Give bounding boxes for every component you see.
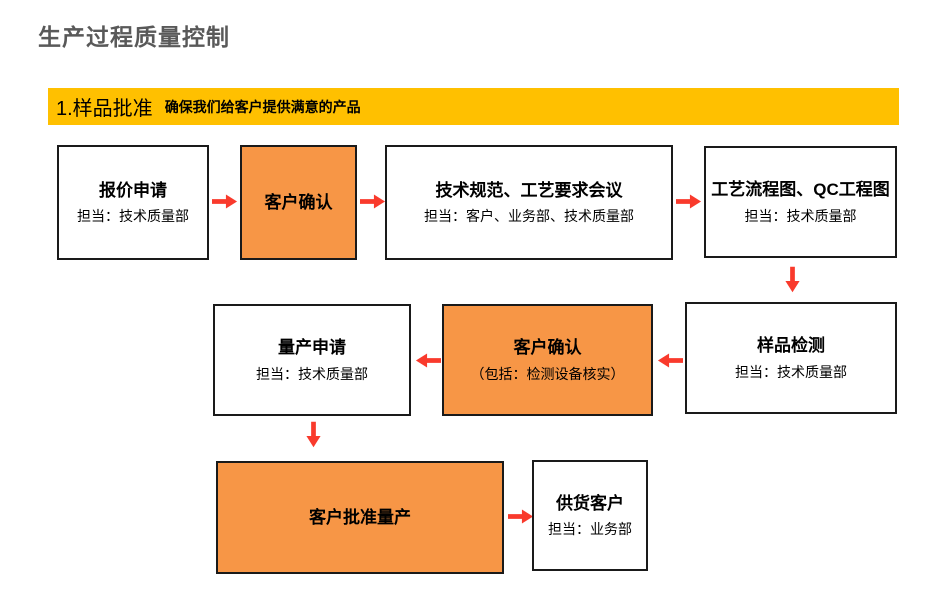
arrow-left-icon <box>415 352 441 369</box>
section-banner-title: 1.样品批准 <box>56 98 153 120</box>
arrow-right-icon <box>360 193 386 210</box>
arrow-down-icon <box>784 266 801 294</box>
arrow-down-icon <box>305 421 322 449</box>
box-title: 客户批准量产 <box>309 507 411 527</box>
box-subtitle: 担当：技术质量部 <box>735 363 847 380</box>
flow-box-quote-request: 报价申请 担当：技术质量部 <box>57 145 209 260</box>
flow-box-mass-production-request: 量产申请 担当：技术质量部 <box>213 304 411 416</box>
arrow-left-icon <box>657 352 683 369</box>
box-title: 报价申请 <box>99 180 167 200</box>
box-subtitle: （包括：检测设备核实） <box>470 365 625 382</box>
box-subtitle: 担当：业务部 <box>548 521 632 538</box>
page-title: 生产过程质量控制 <box>38 24 230 50</box>
arrow-right-icon <box>212 193 238 210</box>
box-title: 客户确认 <box>264 192 333 212</box>
box-subtitle: 担当：技术质量部 <box>744 207 857 224</box>
box-subtitle: 担当：客户、业务部、技术质量部 <box>424 208 634 225</box>
section-banner-subtitle: 确保我们给客户提供满意的产品 <box>164 98 361 115</box>
box-title: 工艺流程图、QC工程图 <box>711 180 890 200</box>
box-title: 客户确认 <box>513 338 582 358</box>
box-title: 供货客户 <box>556 493 624 513</box>
arrow-right-icon <box>676 193 702 210</box>
flow-box-spec-meeting: 技术规范、工艺要求会议 担当：客户、业务部、技术质量部 <box>385 145 673 260</box>
arrow-right-icon <box>508 508 534 525</box>
box-subtitle: 担当：技术质量部 <box>77 208 189 225</box>
flow-box-sample-test: 样品检测 担当：技术质量部 <box>685 302 897 414</box>
box-subtitle: 担当：技术质量部 <box>256 365 368 382</box>
flow-box-customer-confirm-2: 客户确认 （包括：检测设备核实） <box>442 304 653 416</box>
box-title: 技术规范、工艺要求会议 <box>435 180 623 200</box>
flow-box-process-flow-qc-chart: 工艺流程图、QC工程图 担当：技术质量部 <box>704 146 897 258</box>
section-banner: 1.样品批准 确保我们给客户提供满意的产品 <box>48 88 899 125</box>
box-title: 样品检测 <box>757 336 825 356</box>
flow-box-supply-customer: 供货客户 担当：业务部 <box>532 460 648 571</box>
flow-box-customer-confirm-1: 客户确认 <box>240 145 357 260</box>
flow-box-customer-approve-mass-production: 客户批准量产 <box>216 461 504 574</box>
box-title: 量产申请 <box>278 338 346 358</box>
